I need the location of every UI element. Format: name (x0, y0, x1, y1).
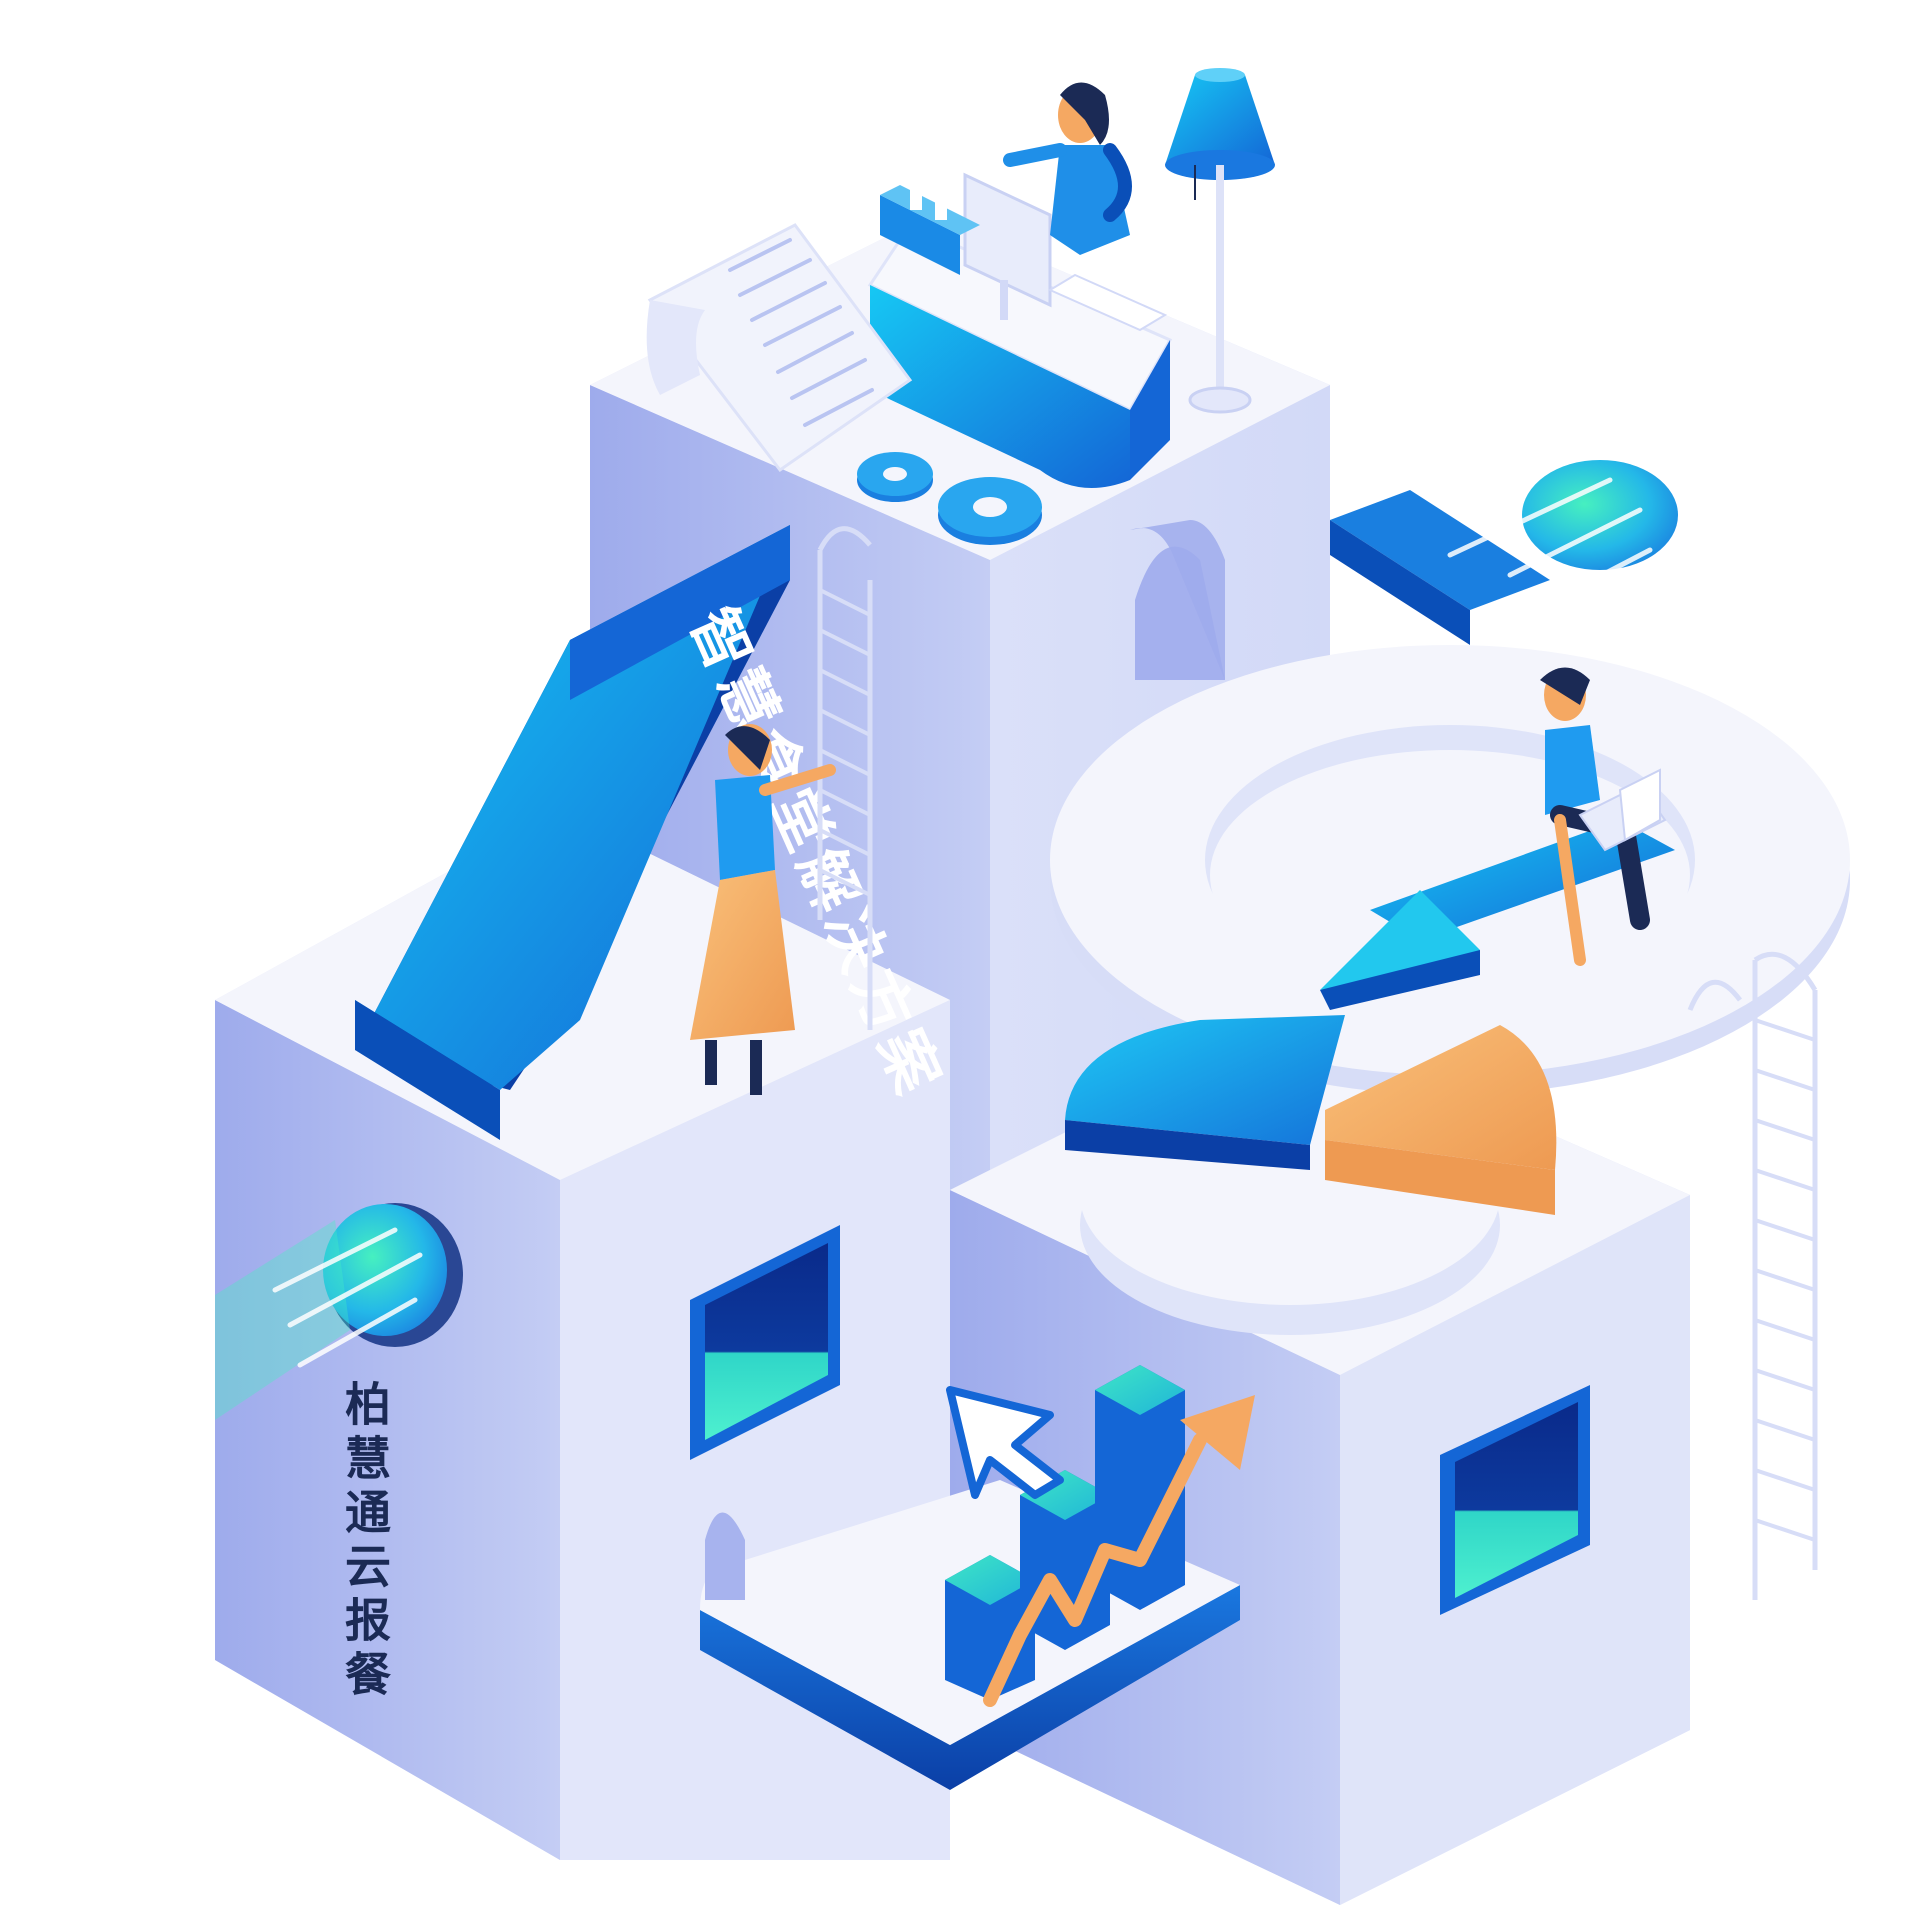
solution-banner (355, 525, 790, 1140)
comet-orb-left (215, 1203, 463, 1420)
monitor-icon (963, 172, 1168, 332)
left-window (690, 1225, 840, 1460)
gear-icon (938, 477, 1042, 545)
comet-orb-right (1330, 460, 1678, 645)
document-icon (646, 223, 913, 473)
gear-icon (857, 452, 933, 502)
receptionist-figure (1003, 82, 1132, 255)
trend-arrow-icon (983, 1395, 1255, 1707)
pie-chart-icon (1065, 1015, 1557, 1335)
laptop-icon (1578, 768, 1667, 852)
ladder-icon (1687, 951, 1818, 1600)
woman-laptop-figure (1540, 667, 1667, 966)
ring-platform (1050, 645, 1850, 1095)
side-label-text: 柏慧通云报餐 (338, 1380, 392, 1704)
reception-desk (867, 223, 1173, 488)
small-arch (705, 1512, 745, 1600)
right-window (1440, 1385, 1590, 1615)
arrow-icon (1320, 820, 1675, 1010)
file-holder-icon (880, 165, 980, 275)
lamp-icon (1165, 68, 1275, 414)
ladder-icon (817, 526, 873, 1030)
cursor-arrow-icon (946, 1386, 1064, 1499)
woman-pointing-figure (690, 724, 836, 1095)
